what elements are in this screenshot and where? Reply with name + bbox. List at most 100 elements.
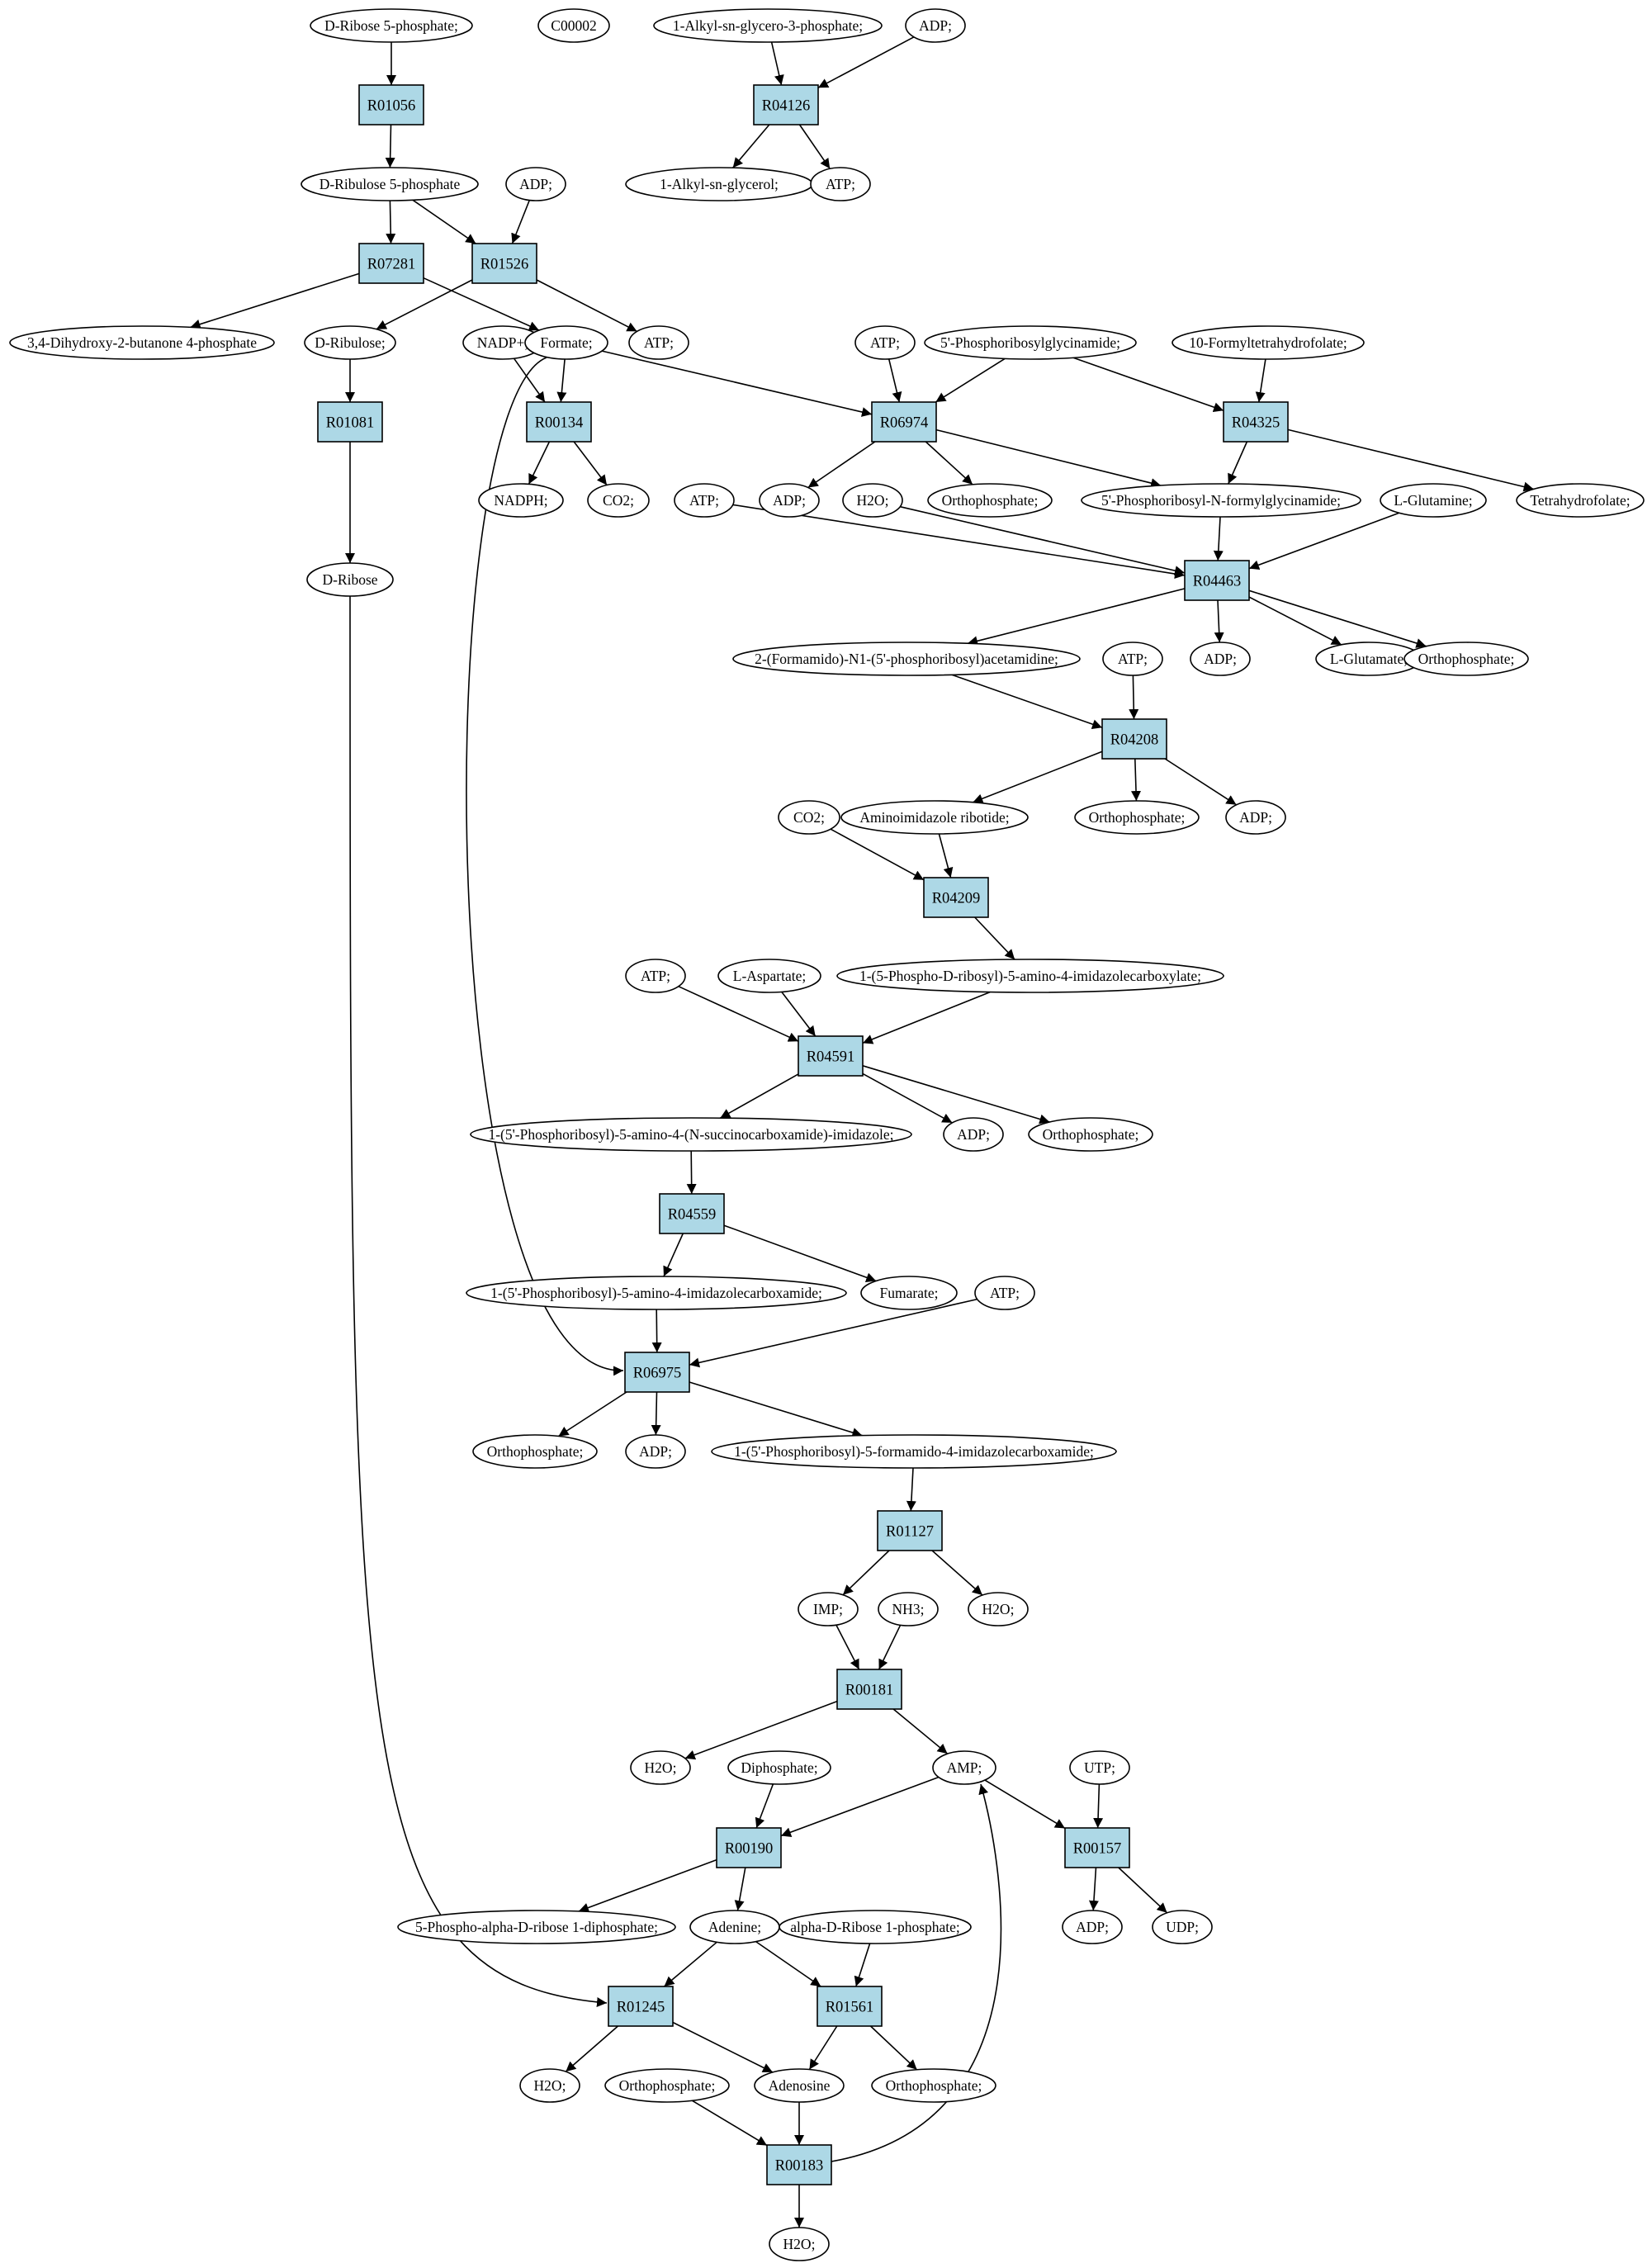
metabolite-node-adp[interactable]: ADP; <box>505 167 566 201</box>
metabolite-node-5-phosphoribosylglycinamide[interactable]: 5'-Phosphoribosylglycinamide; <box>924 325 1137 360</box>
metabolite-node-tetrahydrofolate[interactable]: Tetrahydrofolate; <box>1516 483 1645 518</box>
metabolite-node-3-4-dihydroxy-2-butanone-4-phosphate[interactable]: 3,4-Dihydroxy-2-butanone 4-phosphate <box>9 325 275 360</box>
metabolite-node-atp[interactable]: ATP; <box>810 167 871 201</box>
reaction-node-r04325[interactable]: R04325 <box>1223 401 1289 443</box>
reaction-node-r06974[interactable]: R06974 <box>871 401 937 443</box>
metabolite-node-5-phosphoribosyl-n-formylglycinamide[interactable]: 5'-Phosphoribosyl-N-formylglycinamide; <box>1081 483 1361 518</box>
reaction-node-r04559[interactable]: R04559 <box>659 1193 725 1234</box>
metabolite-node-fumarate[interactable]: Fumarate; <box>860 1276 958 1310</box>
metabolite-node-alpha-d-ribose-1-phosphate[interactable]: alpha-D-Ribose 1-phosphate; <box>779 1910 972 1944</box>
metabolite-node-adp[interactable]: ADP; <box>905 8 966 43</box>
metabolite-node-adp[interactable]: ADP; <box>759 483 820 518</box>
reaction-node-r01526[interactable]: R01526 <box>471 243 537 284</box>
metabolite-node-h2o[interactable]: H2O; <box>842 483 903 518</box>
metabolite-node-orthophosphate[interactable]: Orthophosphate; <box>1028 1117 1153 1152</box>
metabolite-node-orthophosphate[interactable]: Orthophosphate; <box>927 483 1053 518</box>
metabolite-node-d-ribose[interactable]: D-Ribose <box>306 562 394 597</box>
metabolite-node-10-formyltetrahydrofolate[interactable]: 10-Formyltetrahydrofolate; <box>1172 325 1365 360</box>
metabolite-node-1-5-phospho-d-ribosyl-5-amino-4-imidazolecarboxylate[interactable]: 1-(5-Phospho-D-ribosyl)-5-amino-4-imidaz… <box>836 959 1224 993</box>
edge-m-ppi-to-r00190 <box>755 1783 774 1829</box>
metabolite-node-aminoimidazole-ribotide[interactable]: Aminoimidazole ribotide; <box>840 800 1029 835</box>
metabolite-node-imp[interactable]: IMP; <box>798 1592 859 1626</box>
metabolite-node-5-phospho-alpha-d-ribose-1-diphosphate[interactable]: 5-Phospho-alpha-D-ribose 1-diphosphate; <box>397 1910 676 1944</box>
reaction-node-r04208[interactable]: R04208 <box>1101 718 1167 760</box>
reaction-box <box>1101 718 1167 760</box>
metabolite-node-1-5-phosphoribosyl-5-amino-4-imidazolecarboxamide[interactable]: 1-(5'-Phosphoribosyl)-5-amino-4-imidazol… <box>466 1276 847 1310</box>
metabolite-node-atp[interactable]: ATP; <box>854 325 916 360</box>
reaction-box <box>923 877 989 918</box>
reaction-node-r00134[interactable]: R00134 <box>526 401 592 443</box>
reaction-node-r00183[interactable]: R00183 <box>766 2144 832 2185</box>
metabolite-label: ADP; <box>919 17 952 34</box>
metabolite-node-orthophosphate[interactable]: Orthophosphate; <box>1403 642 1529 676</box>
metabolite-node-adenine[interactable]: Adenine; <box>689 1910 780 1944</box>
metabolite-ellipse <box>810 167 871 201</box>
metabolite-label: 1-Alkyl-sn-glycero-3-phosphate; <box>673 17 863 34</box>
reaction-node-r04209[interactable]: R04209 <box>923 877 989 918</box>
metabolite-node-2-formamido-n1-5-phosphoribosyl-acetamidine[interactable]: 2-(Formamido)-N1-(5'-phosphoribosyl)acet… <box>732 642 1081 676</box>
metabolite-node-co2[interactable]: CO2; <box>778 800 840 835</box>
reaction-node-r04126[interactable]: R04126 <box>753 84 819 125</box>
metabolite-node-orthophosphate[interactable]: Orthophosphate; <box>871 2068 996 2103</box>
reaction-node-r01245[interactable]: R01245 <box>608 1986 674 2027</box>
metabolite-node-d-ribulose[interactable]: D-Ribulose; <box>304 325 396 360</box>
metabolite-node-h2o[interactable]: H2O; <box>968 1592 1029 1626</box>
metabolite-node-d-ribulose-5-phosphate[interactable]: D-Ribulose 5-phosphate <box>301 167 479 201</box>
metabolite-node-1-alkyl-sn-glycero-3-phosphate[interactable]: 1-Alkyl-sn-glycero-3-phosphate; <box>653 8 883 43</box>
metabolite-node-1-5-phosphoribosyl-5-amino-4-n-succinocarboxamide-imidazole[interactable]: 1-(5'-Phosphoribosyl)-5-amino-4-(N-succi… <box>470 1117 912 1152</box>
metabolite-node-l-aspartate[interactable]: L-Aspartate; <box>717 959 821 993</box>
reaction-node-r01056[interactable]: R01056 <box>358 84 424 125</box>
reaction-node-r00190[interactable]: R00190 <box>716 1827 782 1868</box>
edge-r00183-to-m-amp <box>831 1783 1002 2162</box>
metabolite-label: Orthophosphate; <box>1418 651 1515 667</box>
reaction-node-r06975[interactable]: R06975 <box>624 1352 690 1393</box>
metabolite-label: 10-Formyltetrahydrofolate; <box>1189 334 1347 351</box>
metabolite-node-formate[interactable]: Formate; <box>524 325 608 360</box>
metabolite-node-orthophosphate[interactable]: Orthophosphate; <box>604 2068 730 2103</box>
metabolite-node-l-glutamate[interactable]: L-Glutamate; <box>1315 642 1422 676</box>
metabolite-node-adp[interactable]: ADP; <box>625 1434 686 1469</box>
reaction-node-r04463[interactable]: R04463 <box>1184 560 1250 601</box>
metabolite-node-amp[interactable]: AMP; <box>932 1750 996 1785</box>
metabolite-node-atp[interactable]: ATP; <box>674 483 735 518</box>
metabolite-node-orthophosphate[interactable]: Orthophosphate; <box>1074 800 1200 835</box>
metabolite-node-h2o[interactable]: H2O; <box>769 2227 830 2261</box>
metabolite-node-d-ribose-5-phosphate[interactable]: D-Ribose 5-phosphate; <box>310 8 473 43</box>
metabolite-node-h2o[interactable]: H2O; <box>519 2068 580 2103</box>
reaction-node-r01127[interactable]: R01127 <box>877 1510 943 1551</box>
reaction-node-r01081[interactable]: R01081 <box>317 401 383 443</box>
metabolite-node-1-5-phosphoribosyl-5-formamido-4-imidazolecarboxamide[interactable]: 1-(5'-Phosphoribosyl)-5-formamido-4-imid… <box>711 1434 1117 1469</box>
reaction-node-r00181[interactable]: R00181 <box>836 1669 902 1710</box>
metabolite-node-c00002[interactable]: C00002 <box>537 8 610 43</box>
metabolite-ellipse <box>798 1592 859 1626</box>
metabolite-node-atp[interactable]: ATP; <box>974 1276 1035 1310</box>
metabolite-node-atp[interactable]: ATP; <box>628 325 689 360</box>
metabolite-label: Formate; <box>540 334 592 351</box>
metabolite-node-atp[interactable]: ATP; <box>625 959 686 993</box>
metabolite-node-adp[interactable]: ADP; <box>943 1117 1004 1152</box>
metabolite-node-adp[interactable]: ADP; <box>1190 642 1251 676</box>
metabolite-node-diphosphate[interactable]: Diphosphate; <box>727 1750 831 1785</box>
metabolite-node-nadph[interactable]: NADPH; <box>478 483 564 518</box>
metabolite-node-h2o[interactable]: H2O; <box>630 1750 691 1785</box>
metabolite-node-adenosine[interactable]: Adenosine <box>754 2068 845 2103</box>
metabolite-node-orthophosphate[interactable]: Orthophosphate; <box>472 1434 598 1469</box>
metabolite-node-udp[interactable]: UDP; <box>1152 1910 1213 1944</box>
metabolite-node-utp[interactable]: UTP; <box>1069 1750 1130 1785</box>
reaction-node-r01561[interactable]: R01561 <box>817 1986 883 2027</box>
metabolite-node-adp[interactable]: ADP; <box>1062 1910 1123 1944</box>
metabolite-node-l-glutamine[interactable]: L-Glutamine; <box>1380 483 1487 518</box>
metabolite-node-atp[interactable]: ATP; <box>1102 642 1163 676</box>
metabolite-ellipse <box>9 325 275 360</box>
metabolite-node-nh3[interactable]: NH3; <box>878 1592 939 1626</box>
metabolite-ellipse <box>630 1750 691 1785</box>
metabolite-node-1-alkyl-sn-glycerol[interactable]: 1-Alkyl-sn-glycerol; <box>625 167 813 201</box>
reaction-node-r00157[interactable]: R00157 <box>1064 1827 1130 1868</box>
reaction-node-r04591[interactable]: R04591 <box>798 1035 864 1077</box>
metabolite-node-adp[interactable]: ADP; <box>1225 800 1286 835</box>
reaction-node-r07281[interactable]: R07281 <box>358 243 424 284</box>
metabolite-label: CO2; <box>603 492 634 509</box>
metabolite-node-co2[interactable]: CO2; <box>587 483 650 518</box>
metabolite-ellipse <box>306 562 394 597</box>
